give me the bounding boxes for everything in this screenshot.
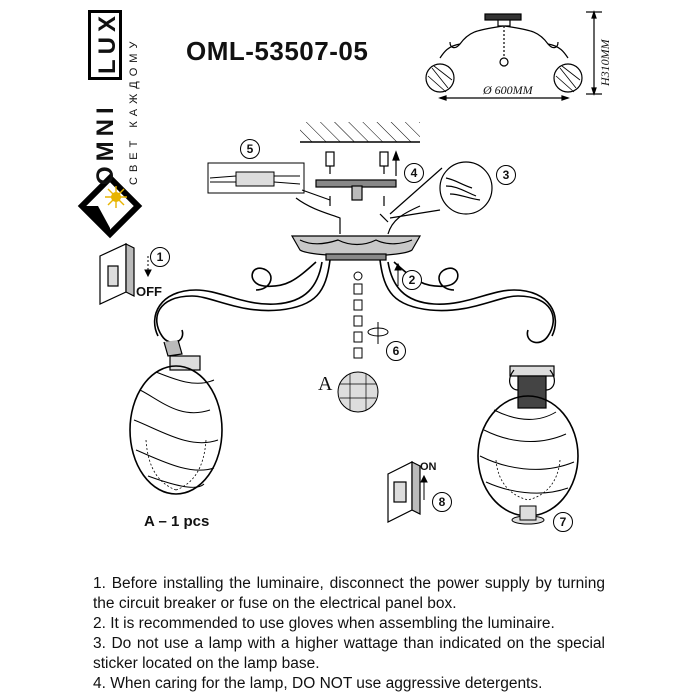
diameter-dimension: Ø 600MM [483,83,533,97]
step-5-badge: 5 [240,139,260,159]
instruction-item: 1. Before installing the luminaire, disc… [93,575,605,612]
step-6-badge: 6 [386,341,406,361]
logo-lux-frame [88,10,122,80]
step-4-badge: 4 [404,163,424,183]
step-7-badge: 7 [553,512,573,532]
instruction-item: 4. When caring for the lamp, DO NOT use … [93,675,543,692]
safety-instructions: 1. Before installing the luminaire, disc… [93,574,605,694]
switch-on-icon [387,461,421,523]
rotate-arrow-icon [367,322,389,344]
on-label: ON [420,461,437,473]
instruction-item: 2. It is recommended to use gloves when … [93,615,555,632]
step-1-badge: 1 [150,247,170,267]
left-lamp-shade [129,339,223,495]
brand-name-lux: LUX [94,11,121,74]
crystal-pendant [337,271,379,413]
off-label: OFF [136,284,162,299]
brand-tagline: СВЕТ КАЖДОМУ [128,36,140,185]
height-dimension: H310MM [598,39,612,86]
mounting-bar [315,179,397,206]
terminal-block [207,162,331,201]
canopy [290,197,422,261]
wire-callout [389,161,493,219]
model-title: OML-53507-05 [186,36,369,66]
wall-anchors [325,150,400,176]
right-lamp-shade [477,365,579,517]
bulb-cap [511,505,545,525]
up-arrow-icons [144,256,428,500]
step-8-badge: 8 [432,492,452,512]
step-3-badge: 3 [496,165,516,185]
part-a-label: A [318,373,333,395]
overview-thumbnail [425,10,602,101]
quantity-label: A – 1 pcs [144,513,210,530]
switch-off-icon [99,243,135,305]
ceiling [300,122,420,143]
brand-name-omni: OMNI [92,102,119,185]
logo-diamond-icon [77,173,143,239]
step-2-badge: 2 [402,270,422,290]
instruction-item: 3. Do not use a lamp with a higher watta… [93,635,605,672]
